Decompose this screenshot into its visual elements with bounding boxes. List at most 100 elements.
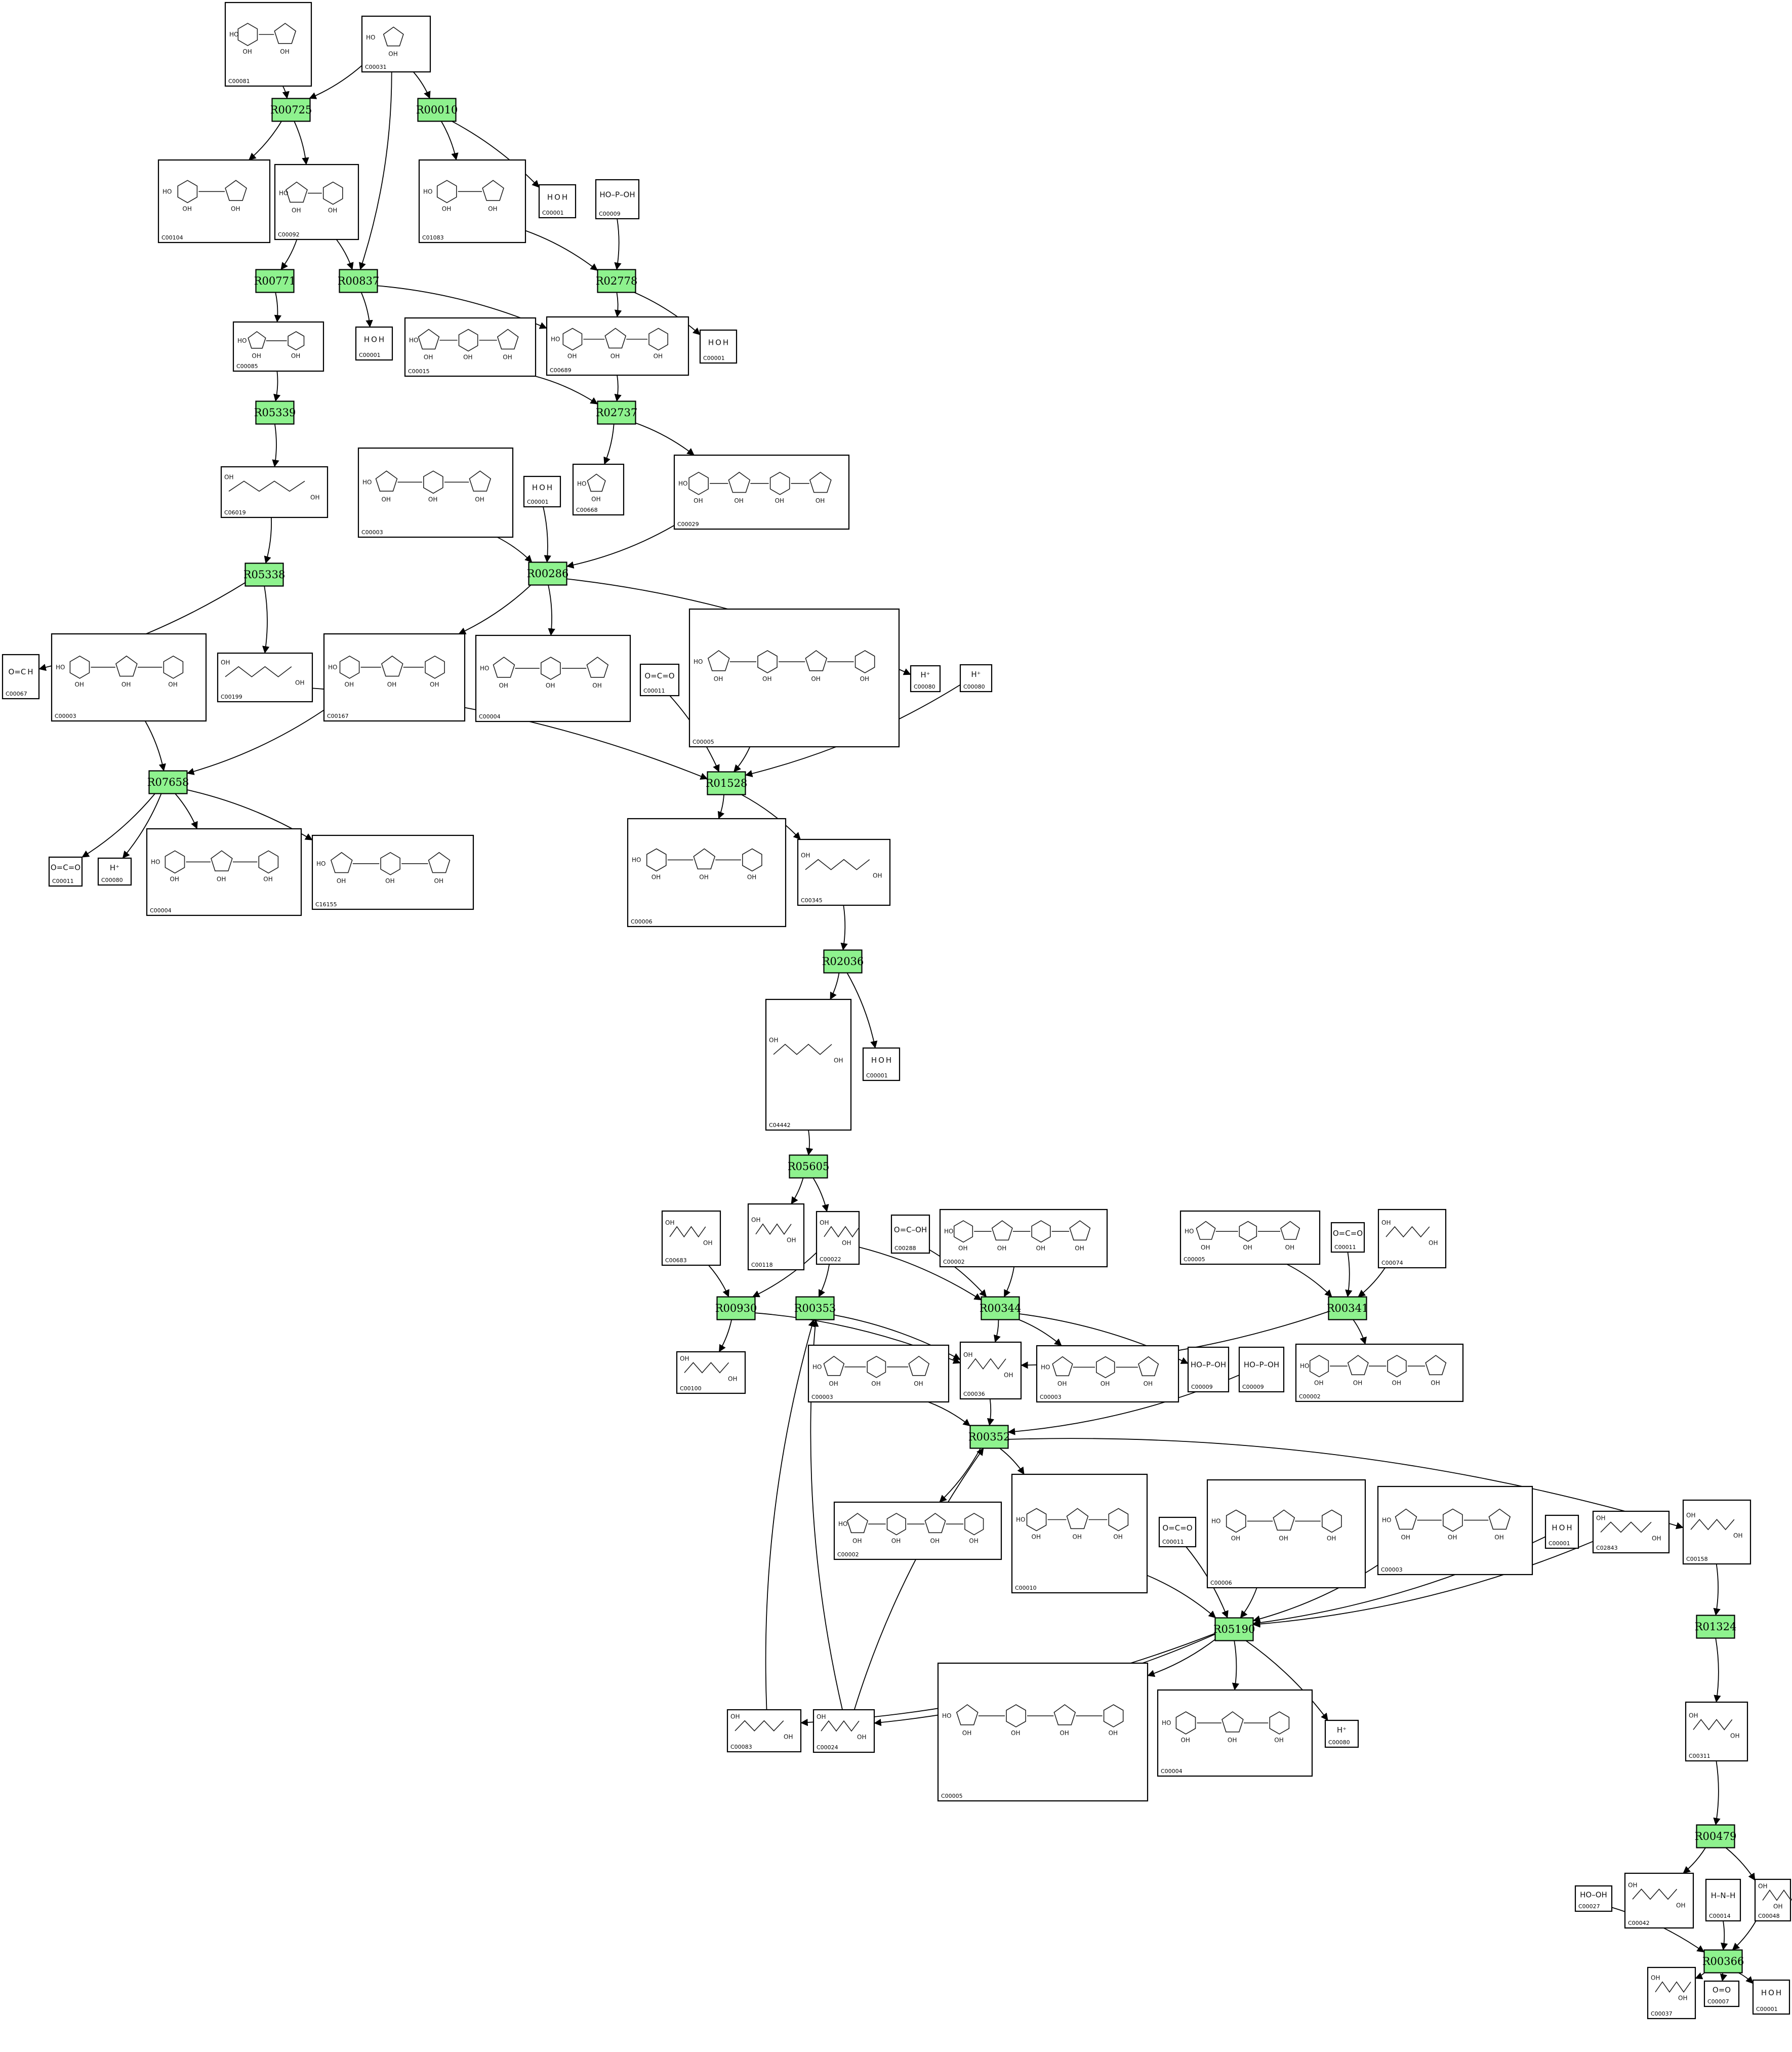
reaction-R02737[interactable]: R02737	[596, 400, 638, 425]
reaction-R05190[interactable]: R05190	[1213, 1617, 1255, 1641]
reaction-R00352[interactable]: R00352	[968, 1425, 1010, 1449]
reaction-R00341[interactable]: R00341	[1327, 1296, 1369, 1320]
reaction-R01324[interactable]: R01324	[1695, 1615, 1737, 1639]
compound-C00080[interactable]: H⁺C00080	[959, 664, 993, 693]
edge-R00352-to-C00002c	[939, 1448, 981, 1503]
reaction-R00837[interactable]: R00837	[338, 269, 380, 293]
reaction-R00353[interactable]: R00353	[794, 1296, 836, 1320]
svg-text:OH: OH	[751, 1217, 760, 1224]
reaction-R00366[interactable]: R00366	[1702, 1949, 1744, 1974]
compound-C00080[interactable]: H⁺C00080	[1324, 1719, 1359, 1748]
reaction-R00771[interactable]: R00771	[254, 269, 296, 293]
reaction-R00010[interactable]: R00010	[416, 98, 458, 122]
svg-text:OH: OH	[388, 51, 397, 58]
reaction-R05338[interactable]: R05338	[243, 562, 286, 587]
reaction-R07658[interactable]: R07658	[147, 770, 189, 794]
reaction-R02036[interactable]: R02036	[822, 949, 864, 974]
svg-text:OH: OH	[1057, 1380, 1067, 1387]
reaction-label: R00286	[527, 568, 569, 580]
reaction-R05339[interactable]: R05339	[254, 400, 296, 425]
reaction-R02778[interactable]: R02778	[596, 269, 638, 293]
reaction-R00286[interactable]: R00286	[527, 561, 569, 586]
compound-C00080[interactable]: H⁺C00080	[910, 665, 941, 693]
reaction-R01528[interactable]: R01528	[706, 771, 748, 795]
reaction-R05605[interactable]: R05605	[788, 1154, 830, 1179]
reaction-R00479[interactable]: R00479	[1695, 1824, 1737, 1848]
reaction-R00930[interactable]: R00930	[715, 1296, 757, 1320]
svg-text:OH: OH	[1036, 1244, 1045, 1252]
reaction-R00344[interactable]: R00344	[980, 1296, 1022, 1320]
compound-formula: H O H	[364, 335, 384, 344]
svg-text:OH: OH	[829, 1380, 838, 1387]
reaction-R00725[interactable]: R00725	[270, 98, 312, 122]
compound-C00080[interactable]: H⁺C00080	[97, 857, 132, 886]
